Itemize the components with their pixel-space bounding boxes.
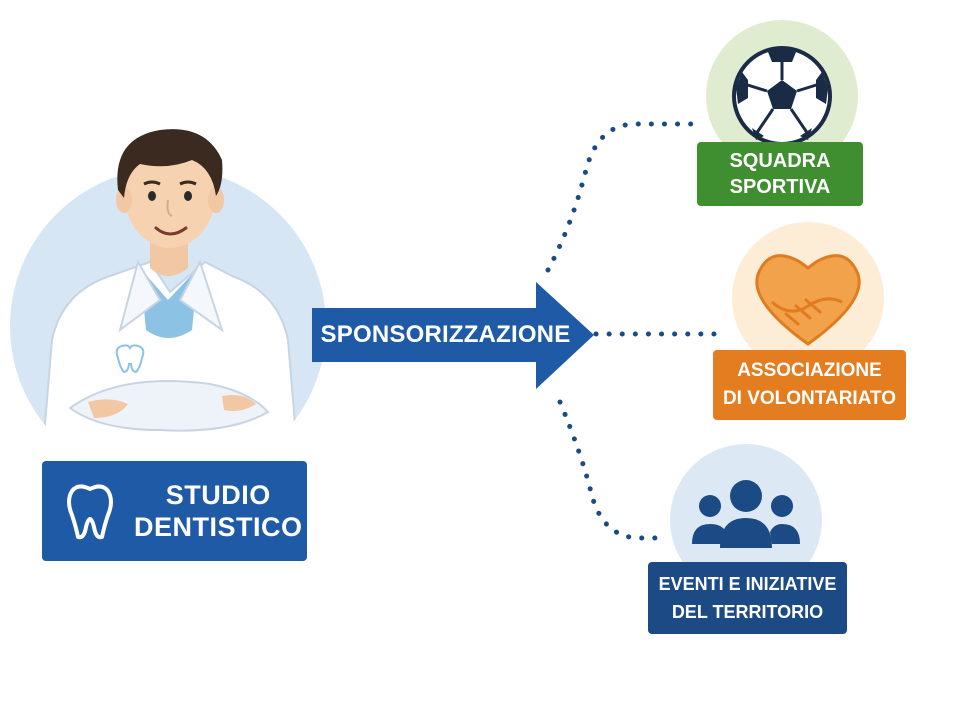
tooth-icon <box>67 484 113 540</box>
local-events-label: EVENTI E INIZIATIVE DEL TERRITORIO <box>648 562 847 634</box>
events-line-2: DEL TERRITORIO <box>671 602 824 622</box>
sport-line-1: SQUADRA <box>729 150 831 172</box>
soccer-ball-icon <box>706 20 858 172</box>
studio-line-1: STUDIO <box>165 480 271 510</box>
sponsorship-arrow <box>312 282 594 389</box>
sponsorship-label: SPONSORIZZAZIONE <box>320 321 571 348</box>
events-line-1: EVENTI E INIZIATIVE <box>658 574 837 594</box>
volunteer-association-label: ASSOCIAZIONE DI VOLONTARIATO <box>713 350 906 420</box>
dotted-connectors <box>545 121 719 541</box>
connector-events <box>557 399 663 541</box>
sport-line-2: SPORTIVA <box>729 176 831 198</box>
handshake-heart-icon <box>732 222 884 374</box>
studio-dentistico-label: STUDIO DENTISTICO <box>42 461 307 561</box>
connector-sport <box>545 121 695 273</box>
people-group-icon <box>670 444 822 596</box>
sport-team-label: SQUADRA SPORTIVA <box>697 142 863 206</box>
studio-line-2: DENTISTICO <box>134 512 303 542</box>
association-line-1: ASSOCIAZIONE <box>737 360 882 381</box>
association-line-2: DI VOLONTARIATO <box>722 388 897 409</box>
dentist-avatar <box>10 129 326 484</box>
